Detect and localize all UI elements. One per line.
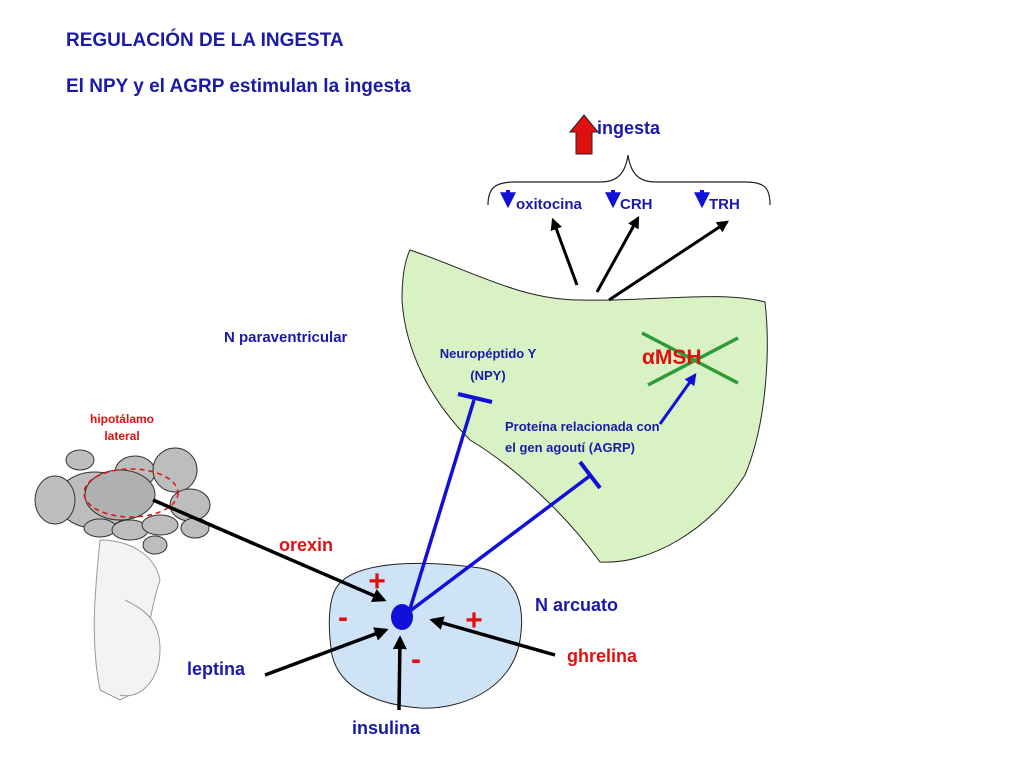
label-ghrelina: ghrelina — [567, 646, 638, 666]
label-orexin: orexin — [279, 535, 333, 555]
label-npy-1: Neuropéptido Y — [440, 346, 537, 361]
arrow-orexin — [152, 498, 387, 602]
arrow-to-oxitocina — [550, 217, 579, 286]
hypothalamus-illustration — [34, 447, 211, 701]
inhibit-line-npy — [408, 399, 476, 610]
arrow-leptina — [264, 627, 389, 677]
lateral-hypothalamus-region — [83, 468, 179, 518]
paraventricular-nucleus — [401, 249, 768, 563]
page-title: REGULACIÓN DE LA INGESTA — [66, 30, 344, 51]
label-ingesta: ingesta — [597, 118, 661, 138]
label-npy-2: (NPY) — [470, 368, 505, 383]
label-msh: αMSH — [642, 346, 702, 369]
sign-minus-bottom: - — [411, 643, 421, 676]
arrow-agrp-to-msh — [658, 373, 697, 425]
up-arrow-icon — [568, 114, 600, 155]
label-arcuato: N arcuato — [535, 595, 618, 615]
arrow-ghrelina — [429, 616, 556, 657]
label-agrp-1: Proteína relacionada con — [505, 419, 660, 434]
label-hipotalamo-2: lateral — [104, 429, 139, 443]
sign-minus-left: - — [338, 601, 348, 634]
arrow-insulina — [392, 635, 407, 711]
inhibit-line-agrp — [408, 473, 593, 613]
arrow-to-crh — [595, 215, 640, 293]
label-crh: CRH — [620, 196, 653, 213]
label-agrp-2: el gen agoutí (AGRP) — [505, 440, 635, 455]
msh-cross — [641, 331, 739, 387]
label-insulina: insulina — [352, 718, 421, 738]
sign-plus-right: + — [465, 604, 483, 637]
label-trh: TRH — [709, 196, 740, 213]
sign-plus-top: + — [368, 565, 386, 598]
inhibit-bar-agrp — [578, 460, 602, 490]
label-oxitocina: oxitocina — [516, 196, 583, 213]
inhibit-bar-npy — [457, 392, 493, 404]
page-subtitle: El NPY y el AGRP estimulan la ingesta — [66, 76, 411, 97]
label-hipotalamo-1: hipotálamo — [90, 412, 154, 426]
arcuate-neuron — [391, 604, 413, 630]
arrow-to-trh — [608, 220, 730, 302]
label-paraventricular: N paraventricular — [224, 329, 348, 346]
brace — [487, 154, 771, 206]
label-leptina: leptina — [187, 659, 246, 679]
